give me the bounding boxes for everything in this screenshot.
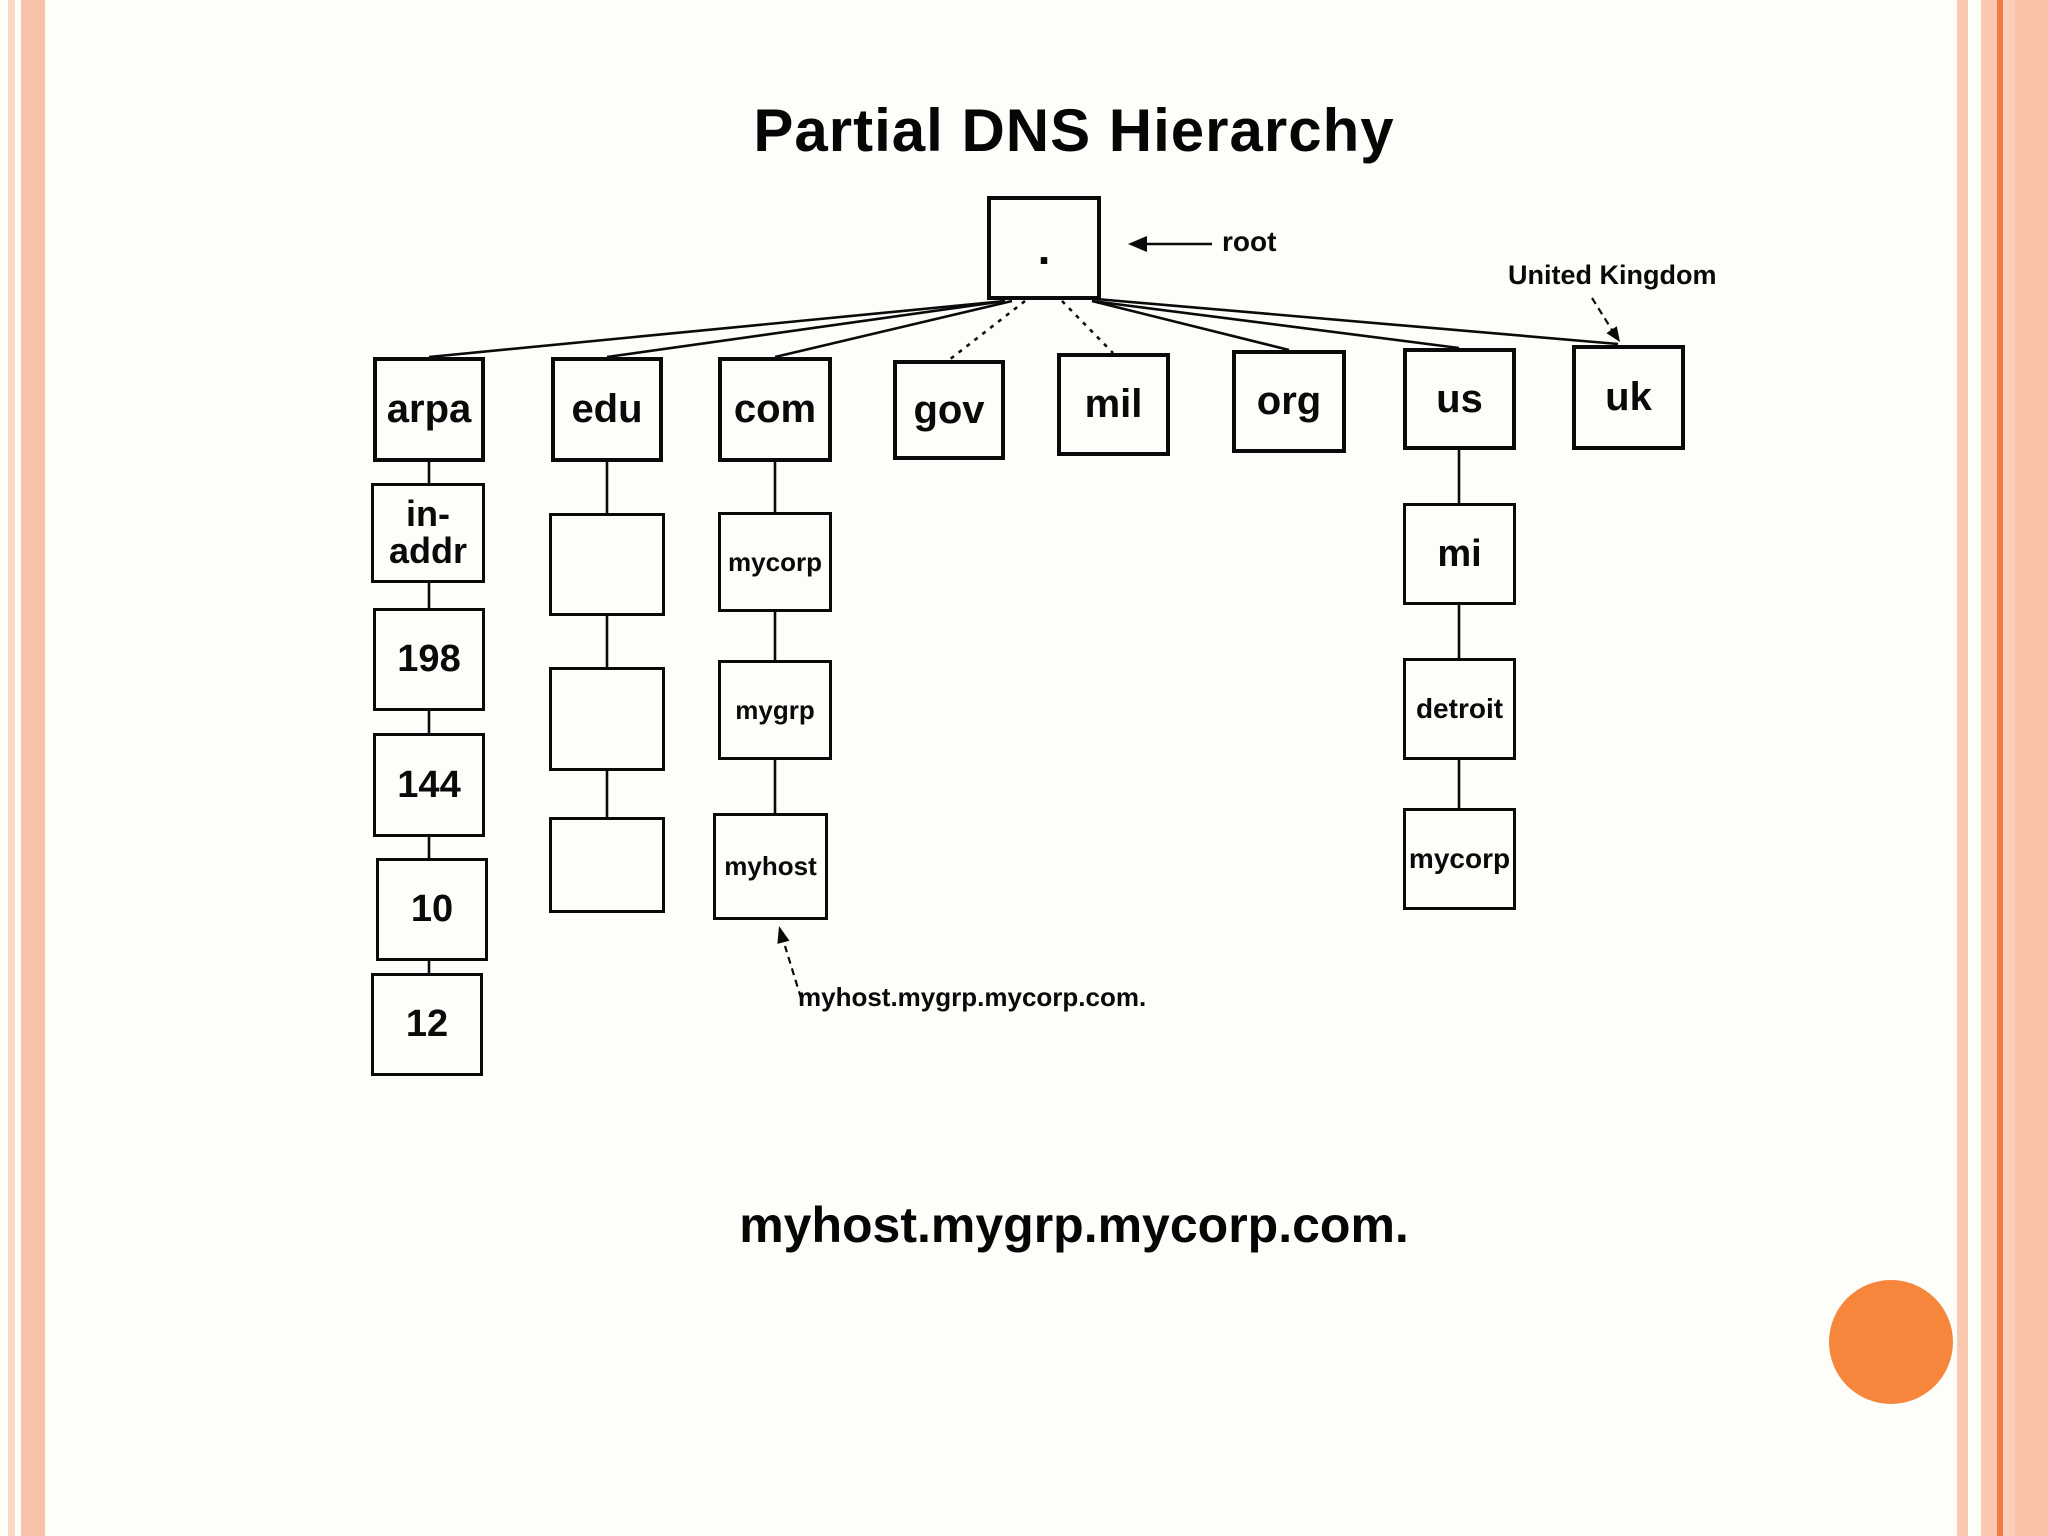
node-mi: mi bbox=[1403, 503, 1516, 605]
slide-title: Partial DNS Hierarchy bbox=[753, 97, 1395, 164]
node-detroit: detroit bbox=[1403, 658, 1516, 760]
left-border-stripe-wide bbox=[21, 0, 45, 1536]
node-mygrp: mygrp bbox=[718, 660, 832, 760]
node-edu-child-1 bbox=[549, 513, 665, 616]
node-in-addr: in- addr bbox=[371, 483, 485, 583]
node-arpa: arpa bbox=[373, 357, 485, 462]
node-edu-child-3 bbox=[549, 817, 665, 913]
right-border-stripe-1 bbox=[1957, 0, 1968, 1536]
node-198: 198 bbox=[373, 608, 485, 711]
node-us: us bbox=[1403, 348, 1516, 450]
accent-circle bbox=[1829, 1280, 1953, 1404]
node-com: com bbox=[718, 357, 832, 462]
node-us-mycorp: mycorp bbox=[1403, 808, 1516, 910]
node-gov: gov bbox=[893, 360, 1005, 460]
node-mil: mil bbox=[1057, 353, 1170, 456]
node-edu: edu bbox=[551, 357, 663, 462]
root-pointer-label: root bbox=[1222, 226, 1277, 257]
uk-pointer-label: United Kingdom bbox=[1508, 260, 1717, 290]
left-border-stripe-thin bbox=[8, 0, 15, 1536]
node-uk: uk bbox=[1572, 345, 1685, 450]
myhost-pointer-label: myhost.mygrp.mycorp.com. bbox=[798, 982, 1147, 1012]
node-144: 144 bbox=[373, 733, 485, 837]
right-border-stripe-2 bbox=[1981, 0, 1997, 1536]
node-myhost: myhost bbox=[713, 813, 828, 920]
root-pointer-arrow bbox=[1128, 236, 1212, 252]
right-border-stripe-edge bbox=[2015, 0, 2048, 1536]
node-edu-child-2 bbox=[549, 667, 665, 771]
node-root: . bbox=[987, 196, 1101, 300]
node-12: 12 bbox=[371, 973, 483, 1076]
right-border-stripe-orange bbox=[1997, 0, 2003, 1536]
uk-pointer-arrow bbox=[1591, 297, 1620, 342]
node-mycorp: mycorp bbox=[718, 512, 832, 612]
node-org: org bbox=[1232, 350, 1346, 453]
node-10: 10 bbox=[376, 858, 488, 961]
footer-fqdn-text: myhost.mygrp.mycorp.com. bbox=[739, 1197, 1409, 1253]
right-border-stripe-3 bbox=[2003, 0, 2015, 1536]
